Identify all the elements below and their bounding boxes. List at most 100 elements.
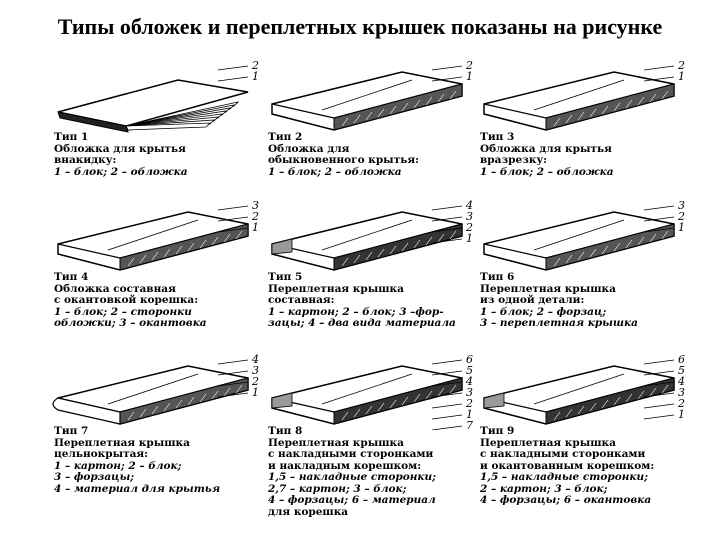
callout-number: 2	[465, 397, 473, 410]
book-diagram: 321	[57, 199, 259, 271]
caption-line: составная:	[268, 294, 335, 306]
caption-line: 2,7 – картон; 3 – блок;	[268, 482, 407, 495]
caption-line: Переплетная крышка	[480, 436, 616, 449]
caption-line: 1 – блок; 2 – обложка	[54, 165, 188, 178]
callout-number: 5	[466, 364, 473, 377]
caption-line: 4 – форзацы; 6 – материал	[268, 494, 436, 506]
caption-line: Переплетная крышка	[54, 436, 190, 449]
caption-line: Переплетная крышка	[268, 282, 404, 295]
caption-line: 1 – блок; 2 – обложка	[480, 165, 614, 178]
caption-line: для корешка	[268, 505, 349, 518]
page-title: Типы обложек и переплетных крышек показа…	[57, 14, 663, 39]
caption-line: с накладными сторонками	[480, 448, 646, 460]
callout-number: 2	[251, 375, 259, 388]
caption-line: 1 – картон; 2 – блок;	[54, 459, 182, 472]
caption-line: Переплетная крышка	[268, 436, 404, 449]
book-diagram: 21	[271, 59, 473, 131]
callout-number: 3	[678, 199, 685, 212]
callout-number: 1	[678, 221, 685, 234]
type-label: Тип 7	[54, 425, 89, 437]
type-label: Тип 3	[480, 131, 515, 143]
book-diagram: 21	[57, 59, 259, 133]
caption-line: Обложка для	[268, 142, 350, 155]
book-diagram: 21	[483, 59, 685, 131]
caption-line: 1 – картон; 2 – блок; 3 –фор-	[268, 305, 444, 318]
caption-line: 1 – блок; 2 – обложка	[268, 165, 402, 178]
book-illustration: 321	[483, 199, 685, 271]
caption-line: Переплетная крышка	[480, 282, 616, 295]
callout-number: 5	[678, 364, 685, 377]
caption-line: обложки; 3 – окантовка	[54, 317, 207, 329]
caption-line: с накладными сторонками	[268, 448, 434, 460]
callout-number: 7	[466, 419, 473, 430]
book-illustration: 21	[271, 59, 473, 131]
callout-number: 1	[252, 386, 259, 399]
callout-number: 1	[466, 70, 473, 83]
book-diagram: 321	[483, 199, 685, 271]
caption-line: из одной детали:	[480, 294, 585, 306]
caption-line: зацы; 4 – два вида материала	[268, 317, 456, 329]
caption-line: 3 – форзацы;	[54, 471, 135, 483]
callout-number: 1	[252, 70, 259, 83]
callout-number: 2	[465, 59, 473, 72]
caption-line: 1 – блок; 2 – сторонки	[54, 305, 192, 318]
caption-line: Обложка составная	[54, 282, 176, 295]
callout-number: 2	[677, 210, 685, 223]
callout-number: 3	[678, 386, 685, 399]
type-label: Тип 4	[54, 271, 89, 283]
callout-number: 6	[678, 353, 685, 366]
caption-line: цельнокрытая:	[54, 448, 149, 460]
caption-line: 1 – блок; 2 – форзац;	[480, 305, 607, 318]
callout-number: 4	[465, 375, 473, 388]
caption-line: обыкновенного крытья:	[268, 154, 419, 166]
callout-number: 2	[677, 59, 685, 72]
callout-number: 6	[466, 353, 473, 366]
callout-number: 1	[678, 70, 685, 83]
book-illustration: 21	[483, 59, 685, 131]
callout-number: 1	[466, 232, 473, 245]
callout-number: 3	[466, 386, 473, 399]
type-label: Тип 5	[268, 271, 303, 283]
caption-line: вразрезку:	[480, 154, 548, 166]
caption-line: 3 – переплетная крышка	[480, 317, 638, 329]
caption-line: и накладным корешком:	[268, 459, 422, 472]
callout-number: 3	[252, 199, 259, 212]
caption-line: 1,5 – накладные сторонки;	[268, 471, 436, 483]
book-illustration: 21	[57, 59, 259, 133]
callout-number: 2	[251, 210, 259, 223]
type-label: Тип 9	[480, 425, 515, 437]
callout-number: 2	[677, 397, 685, 410]
callout-number: 4	[251, 353, 259, 366]
type-label: Тип 1	[54, 131, 89, 143]
caption-line: внакидку:	[54, 154, 117, 166]
caption-line: 4 – форзацы; 6 – окантовка	[480, 494, 652, 506]
type-label: Тип 6	[480, 271, 515, 283]
book-illustration: 321	[57, 199, 259, 271]
type-label: Тип 8	[268, 425, 303, 437]
caption-line: Обложка для крытья	[480, 142, 612, 155]
callout-number: 2	[465, 221, 473, 234]
callout-number: 2	[251, 59, 259, 72]
